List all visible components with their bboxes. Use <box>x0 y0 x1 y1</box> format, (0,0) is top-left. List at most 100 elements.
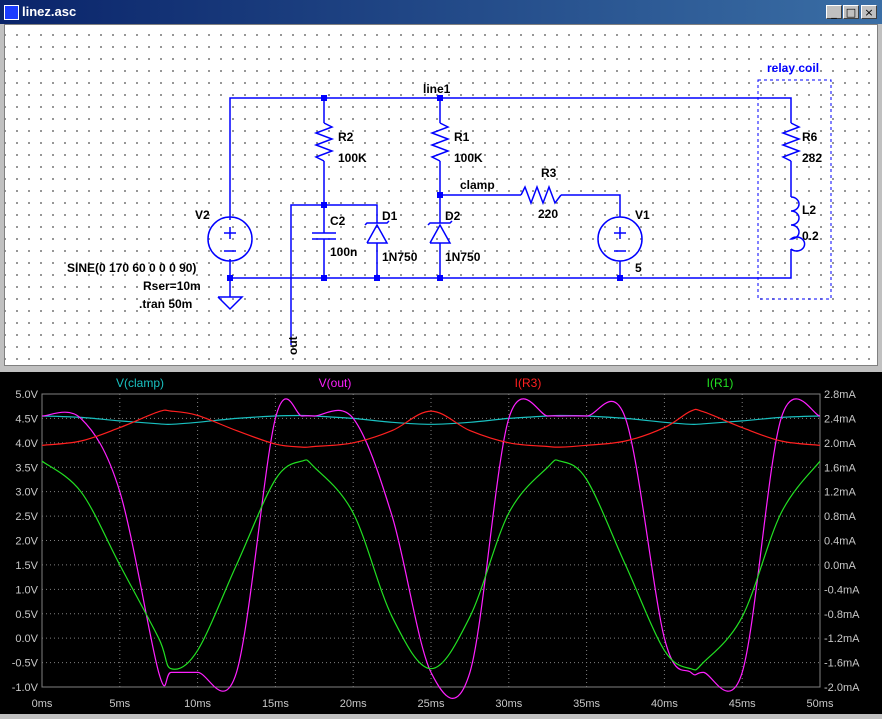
v-out-trace[interactable] <box>41 398 821 699</box>
x-tick-label: 10ms <box>184 698 211 710</box>
y-left-tick-label: 2.0V <box>15 536 38 548</box>
x-tick-label: 20ms <box>340 698 367 710</box>
resistor-r2[interactable] <box>313 122 335 162</box>
y-right-tick-label: -1.6mA <box>824 658 860 670</box>
y-left-tick-label: 4.0V <box>15 438 38 450</box>
junction-v1-bottom <box>617 275 623 281</box>
resistor-r1[interactable] <box>429 122 451 162</box>
y-right-tick-label: 2.8mA <box>824 389 856 401</box>
plot-grid <box>41 393 821 688</box>
r2-value: 100K <box>338 151 367 165</box>
x-tick-label: 45ms <box>729 698 756 710</box>
r1-value: 100K <box>454 151 483 165</box>
d1-name: D1 <box>382 209 398 223</box>
junction-r2-c2 <box>321 202 327 208</box>
d2-name: D2 <box>445 209 461 223</box>
y-left-tick-label: 1.0V <box>15 584 38 596</box>
r3-name: R3 <box>541 166 557 180</box>
junction-r2-top <box>321 95 327 101</box>
v1-value: 5 <box>635 261 642 275</box>
i-r1-trace[interactable] <box>41 459 821 671</box>
r3-value: 220 <box>538 207 558 221</box>
diode-d1-bar <box>364 220 390 226</box>
title-bar[interactable] <box>0 0 882 24</box>
junction-ground <box>227 275 233 281</box>
y-left-tick-label: 2.5V <box>15 511 38 523</box>
x-tick-label: 35ms <box>573 698 600 710</box>
net-label-line1: line1 <box>423 82 451 96</box>
x-tick-label: 15ms <box>262 698 289 710</box>
net-label-out: out <box>286 336 300 355</box>
x-tick-label: 50ms <box>807 698 834 710</box>
schematic-canvas[interactable]: line1 clamp out relay coil R2 100K R1 10… <box>4 24 878 366</box>
v2-rser: Rser=10m <box>143 279 201 293</box>
trace-label-v-clamp[interactable]: V(clamp) <box>116 376 164 390</box>
plot-frame <box>41 393 821 688</box>
junction-c2-bottom <box>321 275 327 281</box>
schematic-app-icon <box>4 5 19 20</box>
y-right-tick-label: -2.0mA <box>824 682 860 694</box>
r1-name: R1 <box>454 130 470 144</box>
pane-divider[interactable] <box>0 366 882 372</box>
y-left-tick-label: 4.5V <box>15 413 38 425</box>
maximize-button[interactable]: □ <box>843 5 859 19</box>
d2-value: 1N750 <box>445 250 481 264</box>
trace-label-i-r3[interactable]: I(R3) <box>515 376 542 390</box>
wire-out-net[interactable] <box>290 204 378 345</box>
close-button[interactable]: × <box>861 5 877 19</box>
junction-clamp <box>437 192 443 198</box>
net-label-clamp: clamp <box>460 178 495 192</box>
window-title: linez.asc <box>22 4 77 19</box>
diode-d2[interactable] <box>429 223 452 244</box>
y-right-tick-label: 1.6mA <box>824 462 856 474</box>
v2-value: SINE(0 170 60 0 0 0 90) <box>67 261 196 275</box>
d1-value: 1N750 <box>382 250 418 264</box>
x-tick-label: 0ms <box>32 698 53 710</box>
voltage-source-v2[interactable] <box>207 216 253 262</box>
wire-top-rail[interactable] <box>229 97 792 220</box>
tran-directive[interactable]: .tran 50m <box>139 297 192 311</box>
y-right-tick-label: -0.8mA <box>824 609 860 621</box>
y-left-tick-label: 0.0V <box>15 633 38 645</box>
x-tick-label: 40ms <box>651 698 678 710</box>
x-tick-label: 30ms <box>495 698 522 710</box>
schematic-drawing: line1 clamp out relay coil R2 100K R1 10… <box>67 61 832 355</box>
diode-d2-bar <box>427 220 453 226</box>
relay-coil-label: relay coil <box>767 61 819 75</box>
y-left-tick-label: 3.5V <box>15 462 38 474</box>
y-left-tick-label: 3.0V <box>15 487 38 499</box>
diode-d1[interactable] <box>366 223 389 244</box>
minimize-button[interactable]: _ <box>826 5 842 19</box>
y-left-tick-label: -1.0V <box>12 682 39 694</box>
ground-symbol <box>217 296 244 311</box>
trace-label-i-r1[interactable]: I(R1) <box>707 376 734 390</box>
wire-bottom-rail[interactable] <box>229 249 792 279</box>
junction-d1-bottom <box>374 275 380 281</box>
y-right-tick-label: 0.8mA <box>824 511 856 523</box>
relay-coil-box[interactable] <box>757 79 832 300</box>
junction-r1-top <box>437 95 443 101</box>
c2-name: C2 <box>330 214 346 228</box>
y-right-tick-label: 2.0mA <box>824 438 856 450</box>
y-right-tick-label: 0.0mA <box>824 560 856 572</box>
trace-labels: V(clamp) V(out) I(R3) I(R1) <box>116 376 733 390</box>
i-r3-trace[interactable] <box>41 408 821 448</box>
resistor-r6[interactable] <box>780 122 802 162</box>
resistor-r3[interactable] <box>520 184 562 206</box>
l2-name: L2 <box>802 203 816 217</box>
c2-value: 100n <box>330 245 357 259</box>
junction-d2-bottom <box>437 275 443 281</box>
inductor-l2[interactable] <box>788 196 806 252</box>
r6-value: 282 <box>802 151 822 165</box>
wire-r3-v1[interactable] <box>561 194 621 217</box>
trace-label-v-out[interactable]: V(out) <box>319 376 352 390</box>
y-right-tick-label: -1.2mA <box>824 633 860 645</box>
y-right-tick-label: 1.2mA <box>824 487 856 499</box>
y-right-tick-label: -0.4mA <box>824 584 860 596</box>
r6-name: R6 <box>802 130 818 144</box>
v-clamp-trace[interactable] <box>41 414 821 425</box>
y-left-tick-label: 0.5V <box>15 609 38 621</box>
y-left-tick-label: -0.5V <box>12 658 39 670</box>
